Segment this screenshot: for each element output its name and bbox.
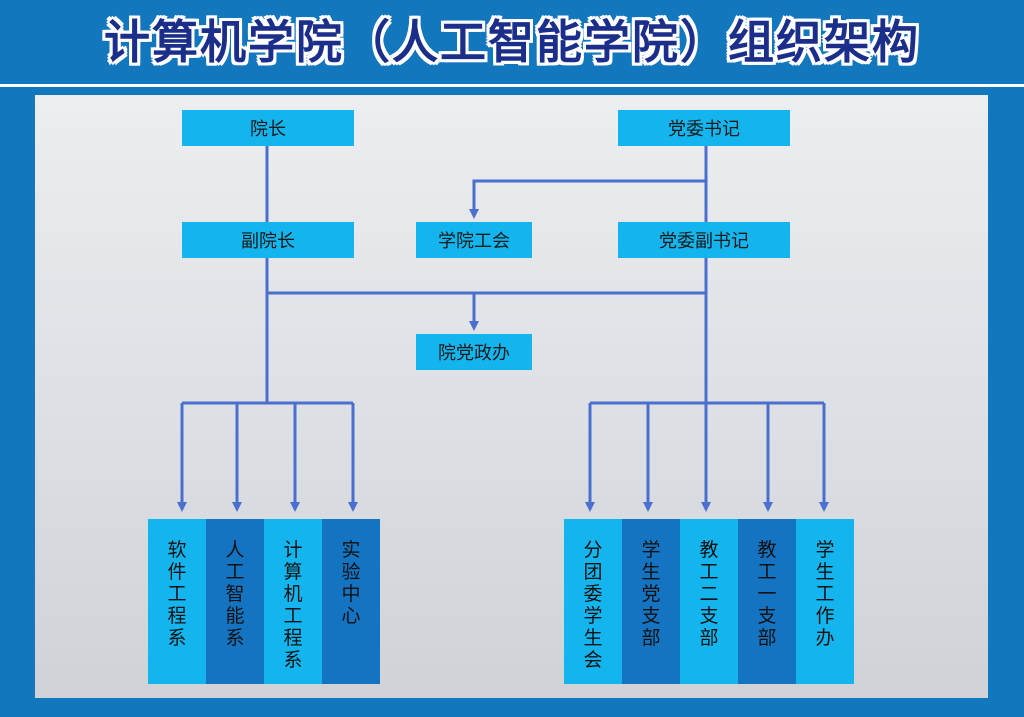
unit-student-party-branch: 学生党支部	[622, 519, 680, 684]
arrow-to-union	[469, 179, 706, 219]
page-title: 计算机学院（人工智能学院）组织架构	[104, 15, 920, 69]
unit-computer-engineering: 计算机工程系	[264, 519, 322, 684]
node-office: 院党政办	[416, 334, 532, 370]
unit-ai: 人工智能系	[206, 519, 264, 684]
unit-label: 学生工作办	[815, 539, 835, 649]
node-party-secretary: 党委书记	[618, 110, 790, 146]
unit-label: 计算机工程系	[283, 539, 303, 671]
unit-staff-branch-2: 教工二支部	[680, 519, 738, 684]
unit-label: 教工一支部	[757, 539, 777, 649]
unit-label: 人工智能系	[225, 539, 245, 649]
unit-label: 教工二支部	[699, 539, 719, 649]
unit-software-engineering: 软件工程系	[148, 519, 206, 684]
unit-label: 学生党支部	[641, 539, 661, 649]
header-divider	[0, 84, 1024, 87]
unit-lab-center: 实验中心	[322, 519, 380, 684]
unit-student-affairs: 学生工作办	[796, 519, 854, 684]
header-bar: 计算机学院（人工智能学院）组织架构	[0, 0, 1024, 82]
node-vice-dean: 副院长	[182, 222, 354, 258]
node-union: 学院工会	[416, 222, 532, 258]
unit-youth-league: 分团委学生会	[564, 519, 622, 684]
unit-staff-branch-1: 教工一支部	[738, 519, 796, 684]
node-dean: 院长	[182, 110, 354, 146]
unit-label: 软件工程系	[167, 539, 187, 649]
unit-label: 分团委学生会	[583, 539, 603, 671]
node-party-vice-secretary: 党委副书记	[618, 222, 790, 258]
unit-label: 实验中心	[341, 539, 361, 627]
